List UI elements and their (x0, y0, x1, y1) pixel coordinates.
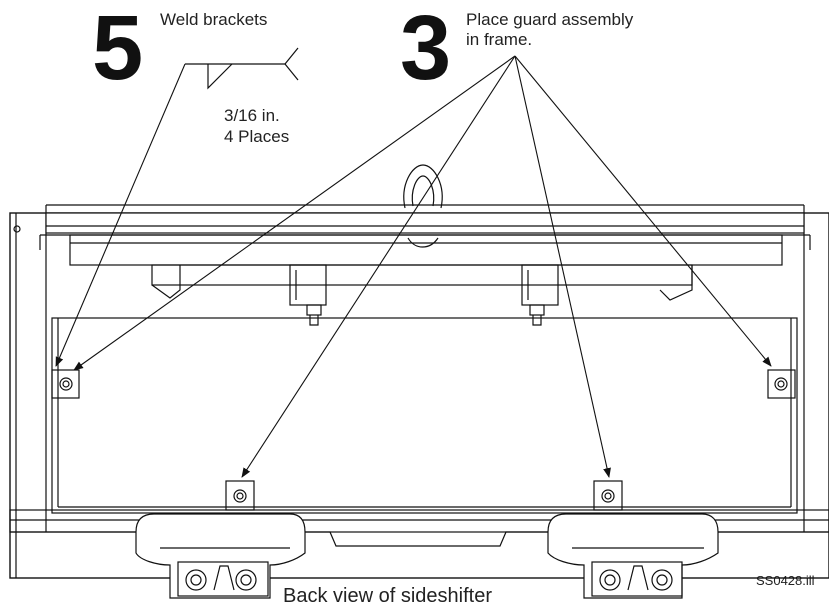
weld-symbol (185, 47, 299, 90)
step-3-instruction-line2: in frame. (466, 30, 533, 49)
weld-size-label: 3/16 in. (224, 106, 280, 125)
lifting-eye (403, 164, 443, 248)
figure-reference: SS0428.ill (756, 573, 815, 588)
guard-bracket-right (767, 369, 796, 399)
leader-weld-to-left-bracket (55, 63, 186, 367)
leader-guard-to-left-bracket (73, 55, 516, 371)
guard-bracket-left (51, 369, 80, 399)
lower-hook-right (547, 513, 719, 599)
step-5-number: 5 (92, 0, 144, 99)
guard-bracket-bottom-right (593, 480, 623, 511)
step-3-number: 3 (400, 0, 452, 99)
figure-caption: Back view of sideshifter (283, 585, 492, 607)
leader-guard-to-right-bracket (514, 55, 772, 367)
step-5-instruction: Weld brackets (160, 10, 268, 29)
lower-hook-left (135, 513, 306, 599)
weld-places-label: 4 Places (224, 127, 290, 146)
callout-leaders (55, 55, 772, 478)
leader-guard-to-bottom-left-bracket (241, 55, 516, 478)
step-3-instruction-line1: Place guard assembly (466, 10, 634, 29)
hydraulic-cylinder (151, 264, 693, 326)
leader-guard-to-bottom-right-bracket (514, 55, 611, 478)
guard-bracket-bottom-left (225, 480, 255, 511)
